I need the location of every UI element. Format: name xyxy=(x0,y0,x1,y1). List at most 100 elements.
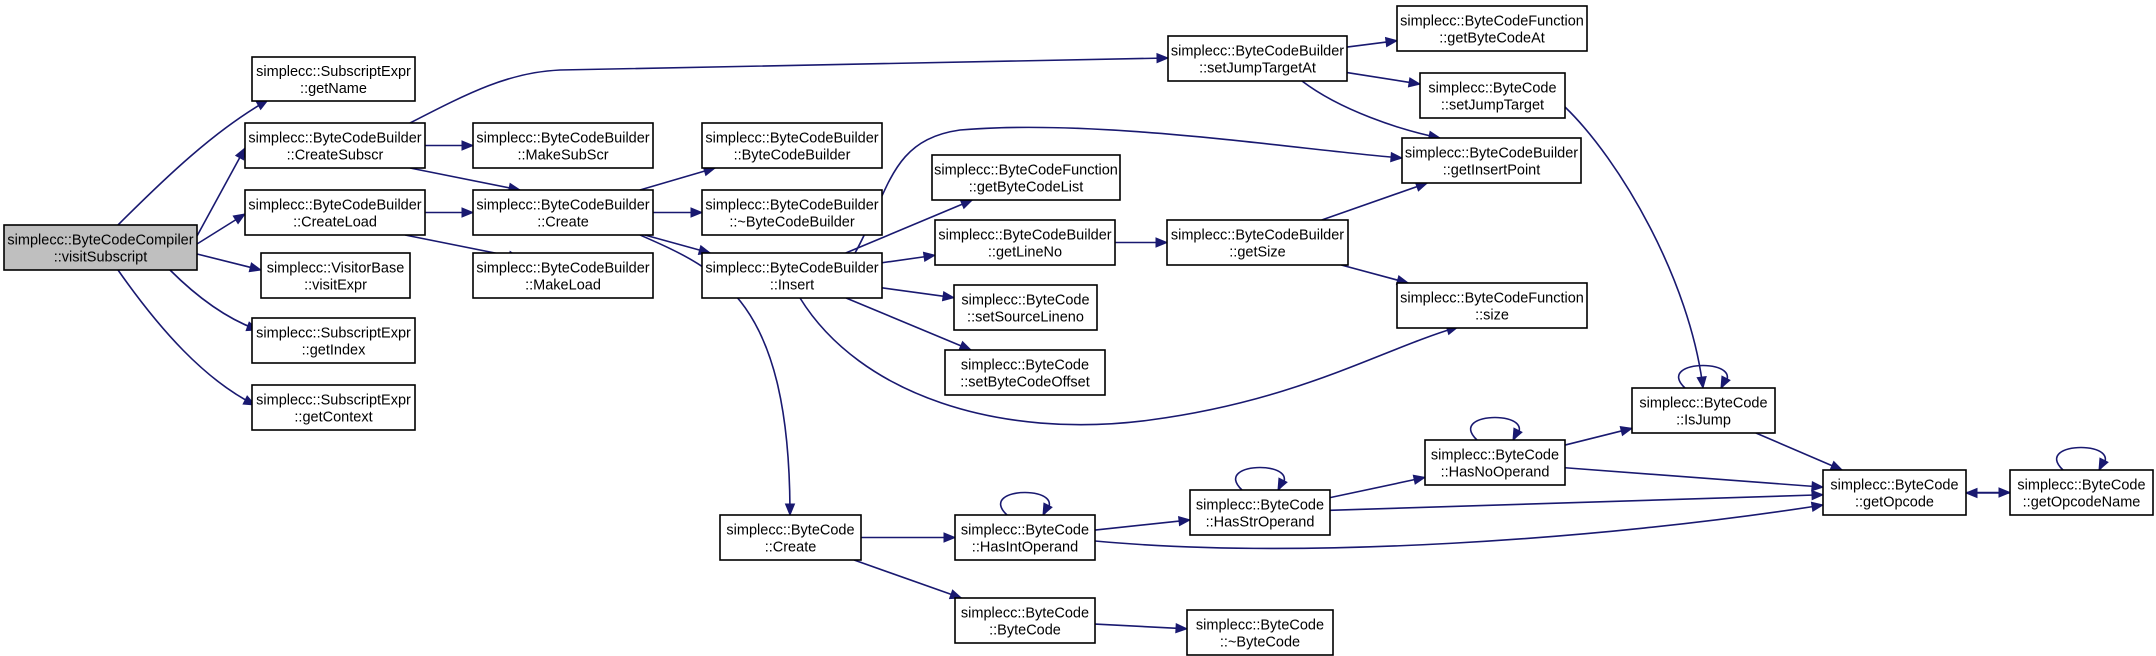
node-class-label: simplecc::ByteCode xyxy=(961,293,1089,309)
function-node-getcontext[interactable]: simplecc::SubscriptExpr::getContext xyxy=(251,384,416,431)
function-node-hasstroperand[interactable]: simplecc::ByteCode::HasStrOperand xyxy=(1189,489,1331,536)
function-node-bytecode[interactable]: simplecc::ByteCode::ByteCode xyxy=(954,597,1096,644)
node-class-label: simplecc::ByteCodeCompiler xyxy=(7,233,193,249)
node-class-label: simplecc::ByteCode xyxy=(961,523,1089,539)
node-box xyxy=(1419,72,1566,119)
call-edge-n16-n21 xyxy=(1115,237,1169,248)
edge-line xyxy=(639,234,791,516)
node-method-label: ::getLineNo xyxy=(988,245,1062,261)
function-node-visitexpr[interactable]: simplecc::VisitorBase::visitExpr xyxy=(260,252,411,299)
edge-line xyxy=(409,167,521,191)
arrow-head-icon xyxy=(1829,460,1844,471)
function-node-visitsubscript[interactable]: simplecc::ByteCodeCompiler::visitSubscri… xyxy=(3,224,198,271)
arrow-head-icon xyxy=(784,503,796,517)
node-class-label: simplecc::ByteCodeBuilder xyxy=(1171,228,1344,244)
arrow-head-icon xyxy=(690,207,704,218)
node-class-label: simplecc::ByteCode xyxy=(961,606,1089,622)
node-box xyxy=(1401,137,1582,184)
node-box xyxy=(1822,469,1967,516)
node-box xyxy=(1396,282,1588,329)
node-class-label: simplecc::ByteCodeBuilder xyxy=(938,228,1111,244)
arrow-head-icon xyxy=(1619,426,1634,437)
function-node-makesubscr[interactable]: simplecc::ByteCodeBuilder::MakeSubScr xyxy=(472,122,654,169)
function-node-getindex[interactable]: simplecc::SubscriptExpr::getIndex xyxy=(251,317,416,364)
arrow-head-icon xyxy=(1390,151,1404,163)
node-method-label: ::visitSubscript xyxy=(54,250,147,266)
node-method-label: ::Insert xyxy=(770,278,814,294)
function-node-create[interactable]: simplecc::ByteCode::Create xyxy=(719,514,862,561)
edge-line xyxy=(409,57,1169,124)
node-class-label: simplecc::ByteCode xyxy=(1196,498,1324,514)
function-node-getsize[interactable]: simplecc::ByteCodeBuilder::getSize xyxy=(1166,219,1349,266)
node-class-label: simplecc::ByteCodeBuilder xyxy=(705,131,878,147)
node-class-label: simplecc::ByteCodeBuilder xyxy=(705,198,878,214)
arrow-head-icon xyxy=(1175,622,1189,634)
call-edge-n22-n30 xyxy=(1329,489,1825,512)
node-box xyxy=(954,514,1096,561)
function-node-setjumptarget[interactable]: simplecc::ByteCode::setJumpTarget xyxy=(1419,72,1566,119)
call-edge-n20-n23 xyxy=(1094,622,1189,634)
function-node-size[interactable]: simplecc::ByteCodeFunction::size xyxy=(1396,282,1588,329)
call-edge-n22-n28 xyxy=(1329,474,1427,499)
function-node-setbytecodeoffset[interactable]: simplecc::ByteCode::setByteCodeOffset xyxy=(944,349,1106,396)
node-method-label: ::IsJump xyxy=(1676,413,1731,429)
node-box xyxy=(701,122,883,169)
edge-line xyxy=(1329,493,1824,512)
node-class-label: simplecc::ByteCode xyxy=(961,358,1089,374)
function-node-bytecodebuilder[interactable]: simplecc::ByteCodeBuilder::ByteCodeBuild… xyxy=(701,122,883,169)
node-method-label: ::setJumpTarget xyxy=(1441,98,1544,114)
arrow-head-icon xyxy=(1042,502,1053,517)
function-node-createload[interactable]: simplecc::ByteCodeBuilder::CreateLoad xyxy=(244,189,426,236)
node-method-label: ::HasNoOperand xyxy=(1441,465,1550,481)
call-edge-n12-n17 xyxy=(881,287,956,302)
node-method-label: ::getOpcodeName xyxy=(2023,495,2141,511)
function-node-setjumptargetat[interactable]: simplecc::ByteCodeBuilder::setJumpTarget… xyxy=(1167,35,1348,82)
arrow-head-icon xyxy=(1412,474,1427,485)
node-method-label: ::MakeLoad xyxy=(525,278,601,294)
edge-line xyxy=(169,269,259,331)
edge-line xyxy=(1094,623,1188,630)
call-edge-n8-n10 xyxy=(639,166,717,191)
call-nodes: simplecc::ByteCodeCompiler::visitSubscri… xyxy=(3,5,2154,656)
function-node-getopcode[interactable]: simplecc::ByteCode::getOpcode xyxy=(1822,469,1967,516)
call-edge-n8-n11 xyxy=(653,207,704,218)
call-edges xyxy=(117,36,2109,634)
function-node-hasnooperand[interactable]: simplecc::ByteCode::HasNoOperand xyxy=(1424,439,1566,486)
edge-line xyxy=(1301,80,1441,139)
function-node-create[interactable]: simplecc::ByteCodeBuilder::Create xyxy=(472,189,654,236)
node-class-label: simplecc::ByteCodeFunction xyxy=(934,163,1118,179)
function-node-getinsertpoint[interactable]: simplecc::ByteCodeBuilder::getInsertPoin… xyxy=(1401,137,1582,184)
function-node-bytecodebuilder[interactable]: simplecc::ByteCodeBuilder::~ByteCodeBuil… xyxy=(701,189,883,236)
call-edge-n31-n30 xyxy=(1964,487,2010,499)
function-node-makeload[interactable]: simplecc::ByteCodeBuilder::MakeLoad xyxy=(472,252,654,299)
function-node-insert[interactable]: simplecc::ByteCodeBuilder::Insert xyxy=(701,252,883,299)
function-node-setsourcelineno[interactable]: simplecc::ByteCode::setSourceLineno xyxy=(953,284,1098,331)
call-edge-n12-n18 xyxy=(845,297,973,351)
function-node-getname[interactable]: simplecc::SubscriptExpr::getName xyxy=(251,56,416,102)
arrow-head-icon xyxy=(941,290,956,302)
function-node-getlineno[interactable]: simplecc::ByteCodeBuilder::getLineNo xyxy=(934,219,1116,266)
function-node-createsubscr[interactable]: simplecc::ByteCodeBuilder::CreateSubscr xyxy=(244,122,426,169)
edge-line xyxy=(1341,264,1409,284)
function-node-getbytecodelist[interactable]: simplecc::ByteCodeFunction::getByteCodeL… xyxy=(931,154,1121,201)
node-box xyxy=(244,189,426,236)
function-node-getbytecodeat[interactable]: simplecc::ByteCodeFunction::getByteCodeA… xyxy=(1396,5,1588,52)
edge-line xyxy=(1329,476,1426,499)
node-method-label: ::setSourceLineno xyxy=(967,310,1084,326)
node-class-label: simplecc::ByteCodeBuilder xyxy=(476,198,649,214)
edge-line xyxy=(881,287,955,299)
function-node-getopcodename[interactable]: simplecc::ByteCode::getOpcodeName xyxy=(2009,469,2154,516)
call-edge-n25-n29 xyxy=(1564,106,1707,390)
function-node-isjump[interactable]: simplecc::ByteCode::IsJump xyxy=(1631,387,1776,434)
node-method-label: ::HasStrOperand xyxy=(1206,515,1315,531)
edge-line xyxy=(1564,427,1633,446)
edge-line xyxy=(196,147,246,237)
node-method-label: ::ByteCodeBuilder xyxy=(734,148,851,164)
arrow-head-icon xyxy=(958,340,973,351)
node-box xyxy=(251,317,416,364)
call-edge-n12-n26 xyxy=(854,126,1404,254)
node-method-label: ::CreateSubscr xyxy=(287,148,384,164)
node-class-label: simplecc::ByteCodeBuilder xyxy=(248,131,421,147)
function-node-bytecode[interactable]: simplecc::ByteCode::~ByteCode xyxy=(1186,609,1334,656)
function-node-hasintoperand[interactable]: simplecc::ByteCode::HasIntOperand xyxy=(954,514,1096,561)
